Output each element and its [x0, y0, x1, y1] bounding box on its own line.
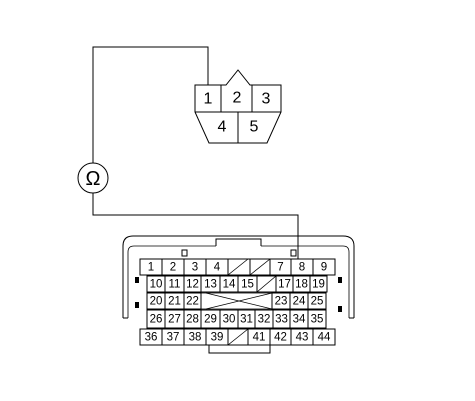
pin-20: 20 — [150, 296, 163, 308]
ohmmeter: Ω — [77, 162, 109, 194]
pin-3: 3 — [192, 262, 198, 274]
pin-24: 24 — [293, 296, 306, 308]
pin-15: 15 — [241, 279, 254, 291]
small-connector: 1 2 3 4 5 — [194, 69, 282, 144]
pin-17: 17 — [278, 279, 291, 291]
small-pin-5: 5 — [250, 119, 259, 136]
pin-26: 26 — [150, 314, 163, 326]
pin-19: 19 — [312, 279, 325, 291]
pin-44: 44 — [318, 332, 331, 344]
small-pin-4: 4 — [218, 119, 227, 136]
pin-2: 2 — [170, 262, 176, 274]
pin-1: 1 — [148, 262, 154, 274]
pin-cell — [307, 309, 327, 329]
ohm-symbol: Ω — [86, 168, 101, 190]
pin-21: 21 — [168, 296, 181, 308]
pin-8: 8 — [299, 262, 305, 274]
pin-22: 22 — [186, 296, 199, 308]
pin-32: 32 — [258, 314, 271, 326]
pin-28: 28 — [186, 314, 199, 326]
blank-cavity-region — [200, 292, 273, 310]
pin-29: 29 — [204, 314, 217, 326]
pin-13: 13 — [204, 279, 217, 291]
pin-31: 31 — [240, 314, 253, 326]
pin-cell — [309, 275, 328, 293]
pin-42: 42 — [274, 332, 287, 344]
pin-37: 37 — [167, 332, 180, 344]
large-connector-lock-tab — [215, 238, 262, 246]
pin-7: 7 — [277, 262, 283, 274]
pin-41: 41 — [253, 332, 266, 344]
lead-to-large-connector-pin-18 — [92, 193, 299, 276]
pin-cell — [307, 292, 327, 310]
blank-cavities — [205, 258, 277, 346]
pin-30: 30 — [223, 314, 236, 326]
large-connector-bottom-tab — [208, 345, 271, 354]
pin-10: 10 — [150, 279, 163, 291]
small-pin-2: 2 — [233, 90, 242, 107]
pin-12: 12 — [186, 279, 199, 291]
pin-14: 14 — [223, 279, 236, 291]
ohmmeter-circle — [77, 162, 109, 194]
pin-34: 34 — [293, 314, 306, 326]
pin-9: 9 — [321, 262, 327, 274]
pin-27: 27 — [168, 314, 181, 326]
pin-38: 38 — [189, 332, 202, 344]
large-connector-outer-housing — [122, 235, 355, 318]
pin-4: 4 — [214, 262, 221, 274]
pin-33: 33 — [275, 314, 288, 326]
pin-18: 18 — [295, 279, 308, 291]
pin-43: 43 — [296, 332, 309, 344]
large-connector-inner-housing — [127, 245, 350, 318]
pin-36: 36 — [145, 332, 158, 344]
pin-25: 25 — [311, 296, 324, 308]
pin-11: 11 — [169, 279, 181, 291]
lead-to-small-connector-pin-1 — [92, 46, 209, 163]
pin-cell — [312, 328, 336, 346]
pin-39: 39 — [211, 332, 224, 344]
test-lead-wires — [92, 46, 299, 276]
pin-cell — [312, 258, 336, 276]
small-pin-3: 3 — [262, 91, 271, 108]
small-pin-1: 1 — [204, 91, 213, 108]
pin-23: 23 — [275, 296, 288, 308]
small-connector-housing — [194, 69, 282, 144]
pin-35: 35 — [311, 314, 324, 326]
